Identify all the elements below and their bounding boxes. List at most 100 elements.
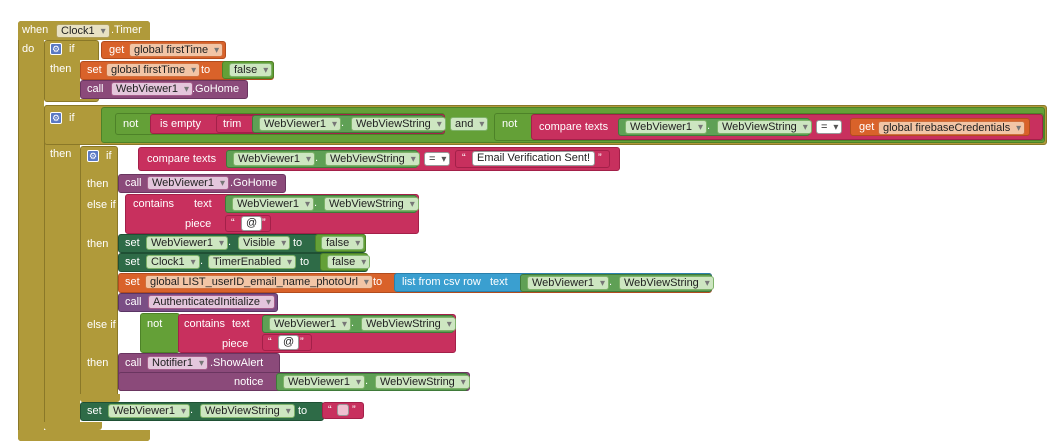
at-string-2[interactable]: @ xyxy=(278,335,300,350)
do-label: do xyxy=(22,43,35,55)
dot-separator: . xyxy=(200,255,204,267)
call-label: call xyxy=(125,177,142,189)
call-label: call xyxy=(87,83,104,95)
notifier-dropdown[interactable]: Notifier1 xyxy=(147,356,208,370)
equals-op-dropdown[interactable]: = xyxy=(816,120,843,134)
and-op-dropdown[interactable]: and xyxy=(450,117,489,131)
open-quote: “ xyxy=(462,152,466,164)
to-label: to xyxy=(293,237,303,249)
list-from-csv-row-label: list from csv row xyxy=(402,276,481,288)
get-label: get xyxy=(109,44,125,56)
gear-icon[interactable]: ⚙ xyxy=(87,150,99,162)
not-block-3[interactable] xyxy=(140,313,180,353)
inner-if-bottom xyxy=(80,394,120,402)
webviewer-dropdown[interactable]: WebViewer1 xyxy=(146,236,228,250)
close-quote: ” xyxy=(598,152,602,164)
open-quote: “ xyxy=(268,336,272,348)
then-label: then xyxy=(87,357,109,369)
false-dropdown[interactable]: false xyxy=(229,63,273,77)
notice-label: notice xyxy=(234,376,264,388)
piece-label: piece xyxy=(222,338,249,350)
show-alert-method: .ShowAlert xyxy=(210,357,264,369)
if-label-2: if xyxy=(69,112,75,124)
event-bottom xyxy=(18,430,150,441)
timer-enabled-dropdown[interactable]: TimerEnabled xyxy=(208,255,297,269)
then-label: then xyxy=(87,238,109,250)
then-label: then xyxy=(50,148,72,160)
webviewer-dropdown[interactable]: WebViewer1 xyxy=(259,117,341,131)
webviewstring-dropdown[interactable]: WebViewString xyxy=(200,404,295,418)
text-label: text xyxy=(194,198,212,210)
event-component-dropdown[interactable]: Clock1 xyxy=(56,24,110,38)
event-name: .Timer xyxy=(111,24,142,36)
webviewstring-dropdown[interactable]: WebViewString xyxy=(351,117,446,131)
else-if-label: else if xyxy=(87,319,116,331)
dot-separator: . xyxy=(365,375,369,387)
to-label: to xyxy=(300,256,310,268)
open-quote: “ xyxy=(328,404,332,416)
set-label: set xyxy=(125,276,140,288)
webviewstring-dropdown[interactable]: WebViewString xyxy=(361,317,456,331)
gear-icon[interactable]: ⚙ xyxy=(50,112,62,124)
webviewstring-dropdown[interactable]: WebViewString xyxy=(375,375,470,389)
else-if-label: else if xyxy=(87,199,116,211)
webviewstring-dropdown[interactable]: WebViewString xyxy=(324,197,419,211)
gear-icon[interactable]: ⚙ xyxy=(50,43,62,55)
main-if-bottom xyxy=(44,422,102,430)
open-quote: “ xyxy=(231,217,235,229)
not-label: not xyxy=(123,118,139,130)
if-block-inner[interactable] xyxy=(80,146,118,402)
webviewer-dropdown[interactable]: WebViewer1 xyxy=(527,276,609,290)
equals-op-dropdown[interactable]: = xyxy=(424,152,451,166)
email-verification-string[interactable]: Email Verification Sent! xyxy=(472,151,596,166)
compare-texts-label: compare texts xyxy=(539,121,609,133)
false-dropdown[interactable]: false xyxy=(321,236,365,250)
webviewstring-dropdown[interactable]: WebViewString xyxy=(717,120,812,134)
false-dropdown[interactable]: false xyxy=(327,255,371,269)
dot-separator: . xyxy=(314,197,318,209)
auth-init-dropdown[interactable]: AuthenticatedInitialize xyxy=(148,295,276,309)
close-quote: ” xyxy=(300,336,304,348)
is-empty-label: is empty xyxy=(160,118,201,130)
webviewer-dropdown[interactable]: WebViewer1 xyxy=(147,176,229,190)
if-label: if xyxy=(106,150,112,162)
not-label-2: not xyxy=(502,118,518,130)
text-label: text xyxy=(232,318,250,330)
webviewstring-dropdown[interactable]: WebViewString xyxy=(619,276,714,290)
to-label: to xyxy=(298,405,308,417)
webviewer-dropdown[interactable]: WebViewer1 xyxy=(111,82,193,96)
webviewer-dropdown[interactable]: WebViewer1 xyxy=(269,317,351,331)
webviewstring-dropdown[interactable]: WebViewString xyxy=(325,152,420,166)
webviewer-dropdown[interactable]: WebViewer1 xyxy=(108,404,190,418)
dot-separator: . xyxy=(609,276,613,288)
webviewer-dropdown[interactable]: WebViewer1 xyxy=(233,152,315,166)
webviewer-dropdown[interactable]: WebViewer1 xyxy=(625,120,707,134)
dot-separator: . xyxy=(707,120,711,132)
call-label: call xyxy=(125,357,142,369)
compare-texts-label: compare texts xyxy=(147,153,217,165)
contains-label: contains xyxy=(133,198,174,210)
not-label-3: not xyxy=(147,318,163,330)
dot-separator: . xyxy=(228,236,232,248)
set-label: set xyxy=(125,256,140,268)
contains-label: contains xyxy=(184,318,225,330)
at-string-1[interactable]: @ xyxy=(241,216,263,231)
when-label: when xyxy=(22,24,49,36)
dot-separator: . xyxy=(315,152,319,164)
then-label: then xyxy=(50,63,72,75)
piece-label: piece xyxy=(185,218,212,230)
first-time-var-dropdown[interactable]: global firstTime xyxy=(129,43,224,57)
set-label: set xyxy=(87,64,102,76)
webviewer-dropdown[interactable]: WebViewer1 xyxy=(283,375,365,389)
trim-label: trim xyxy=(223,118,242,130)
list-var-dropdown[interactable]: global LIST_userID_email_name_photoUrl xyxy=(145,275,373,289)
empty-string[interactable] xyxy=(337,404,349,416)
visible-dropdown[interactable]: Visible xyxy=(238,236,291,250)
then-label: then xyxy=(87,178,109,190)
firebase-credentials-var-dropdown[interactable]: global firebaseCredentials xyxy=(878,121,1026,135)
clock-dropdown[interactable]: Clock1 xyxy=(146,255,200,269)
set-first-time-var-dropdown[interactable]: global firstTime xyxy=(106,63,201,77)
webviewer-dropdown[interactable]: WebViewer1 xyxy=(232,197,314,211)
close-quote: ” xyxy=(352,404,356,416)
if-label: if xyxy=(69,43,75,55)
